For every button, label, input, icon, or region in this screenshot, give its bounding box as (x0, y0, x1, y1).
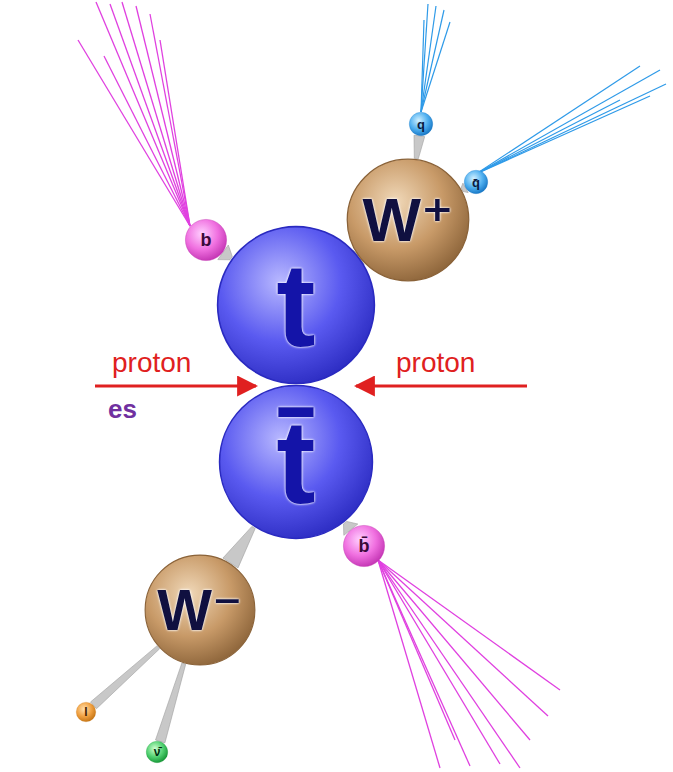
proton-label: proton (112, 349, 191, 377)
particle-circle: l (76, 702, 96, 722)
decay-stem-cone (156, 663, 186, 743)
particle-symbol: l (84, 706, 87, 718)
decay-stem-cone (414, 135, 425, 159)
particle-disc (145, 555, 255, 665)
particle-disc (409, 112, 433, 136)
particle-symbol: W⁻ (157, 581, 242, 639)
particle-symbol: q (417, 118, 425, 131)
particle-circle: ν̄ (146, 741, 168, 763)
particle-symbol: t (276, 246, 315, 364)
cut-off-text: es (108, 396, 137, 422)
decay-stem-cone (223, 526, 255, 568)
particle-circle: b (185, 219, 227, 261)
particle-symbol: b̄ (359, 537, 370, 555)
particle-disc (347, 159, 469, 281)
decay-stem (91, 646, 160, 709)
particle-circle: t (216, 225, 376, 385)
proton-label: proton (396, 349, 475, 377)
particle-symbol: ν̄ (154, 746, 161, 758)
decay-stem (414, 135, 425, 159)
b-jet (78, 2, 190, 226)
decay-stem (223, 526, 255, 568)
particle-symbol: t̄ (276, 403, 315, 521)
particle-disc (185, 219, 226, 260)
particle-disc (146, 741, 168, 763)
particle-circle: W⁻ (144, 554, 256, 666)
quark-jet (421, 4, 666, 174)
decay-stem (156, 663, 186, 743)
decay-stem-cone (91, 646, 160, 709)
particle-disc (76, 702, 96, 722)
particle-circle: W⁺ (346, 158, 470, 282)
particle-disc (464, 170, 488, 194)
particle-circle: q (409, 112, 433, 136)
particle-circle: t̄ (218, 384, 374, 540)
particle-circle: q̄ (464, 170, 488, 194)
proton-arrow (356, 385, 527, 388)
proton-arrow (95, 385, 256, 388)
particle-circle: b̄ (343, 525, 385, 567)
particle-disc (218, 227, 375, 384)
particle-disc (343, 525, 384, 566)
bbar-jet (378, 560, 560, 768)
particle-symbol: b (201, 231, 212, 249)
particle-disc (220, 386, 373, 539)
particle-symbol: W⁺ (362, 189, 453, 251)
particle-symbol: q̄ (472, 176, 480, 189)
